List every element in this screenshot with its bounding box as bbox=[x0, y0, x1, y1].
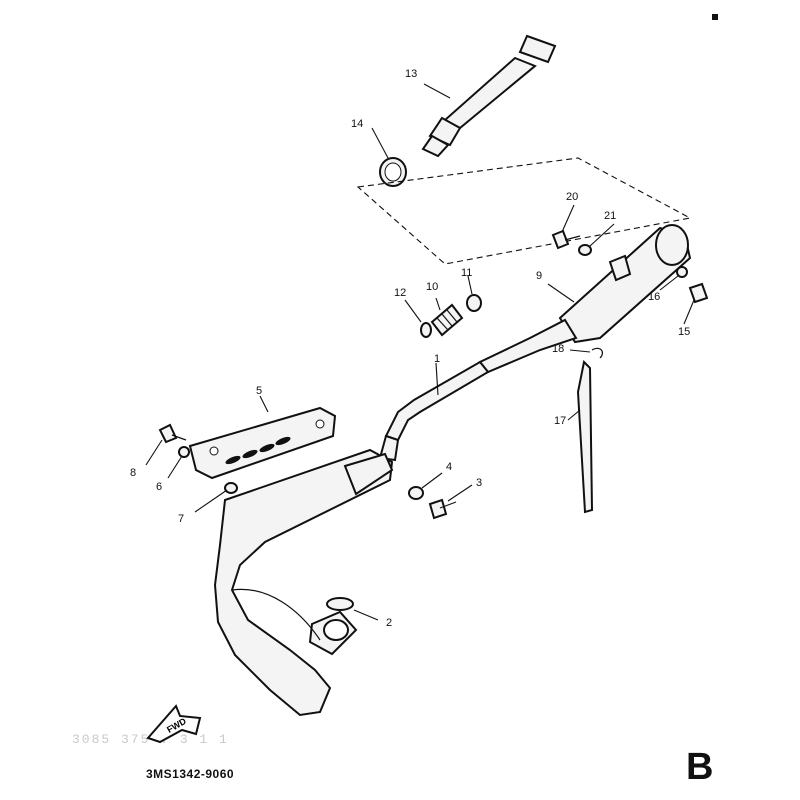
part-1-exhaust-pipe bbox=[378, 318, 578, 462]
callout-18: 18 bbox=[552, 343, 564, 355]
callout-labels: 1 2 3 4 5 6 7 8 9 10 11 12 13 14 15 16 1… bbox=[130, 68, 690, 629]
part-6-washer bbox=[178, 446, 190, 458]
part-7-grommet bbox=[224, 482, 238, 494]
part-3-bolt bbox=[428, 498, 457, 520]
part-10-sleeve bbox=[430, 303, 464, 337]
diagram-part-code: 3MS1342-9060 bbox=[146, 767, 235, 781]
callout-1: 1 bbox=[434, 353, 440, 365]
part-16-washer bbox=[676, 266, 688, 278]
callout-3: 3 bbox=[476, 477, 482, 489]
callout-20: 20 bbox=[566, 191, 578, 203]
callout-8: 8 bbox=[130, 467, 136, 479]
leader-lines bbox=[145, 83, 695, 621]
exhaust-chamber bbox=[213, 448, 394, 717]
callout-12: 12 bbox=[394, 287, 406, 299]
callout-4: 4 bbox=[446, 461, 452, 473]
callout-9: 9 bbox=[536, 270, 542, 282]
part-11-seal bbox=[466, 294, 482, 312]
callout-6: 6 bbox=[156, 481, 162, 493]
part-15-bolt bbox=[688, 282, 709, 304]
callout-13: 13 bbox=[405, 68, 417, 80]
callout-21: 21 bbox=[604, 210, 616, 222]
callout-16: 16 bbox=[648, 291, 660, 303]
part-9-silencer bbox=[558, 224, 692, 344]
part-5-protector bbox=[188, 406, 337, 480]
part-21-washer bbox=[578, 244, 592, 256]
part-13-tube bbox=[421, 34, 557, 158]
fwd-arrow-icon: FWD bbox=[146, 704, 202, 744]
callout-10: 10 bbox=[426, 281, 438, 293]
part-12-ring bbox=[420, 322, 432, 338]
part-2-gasket bbox=[326, 597, 354, 611]
callout-2: 2 bbox=[386, 617, 392, 629]
callout-11: 11 bbox=[461, 267, 472, 279]
section-letter: B bbox=[686, 746, 714, 788]
part-8-bolt bbox=[158, 423, 187, 444]
part-20-bolt bbox=[551, 229, 581, 250]
callout-7: 7 bbox=[178, 513, 184, 525]
part-4-washer bbox=[408, 486, 424, 500]
callout-17: 17 bbox=[554, 415, 566, 427]
part-17-band bbox=[576, 359, 594, 514]
corner-mark bbox=[712, 14, 718, 20]
callout-5: 5 bbox=[256, 385, 262, 397]
callout-14: 14 bbox=[351, 118, 363, 130]
part-18-clip bbox=[591, 347, 604, 359]
callout-15: 15 bbox=[678, 326, 690, 338]
